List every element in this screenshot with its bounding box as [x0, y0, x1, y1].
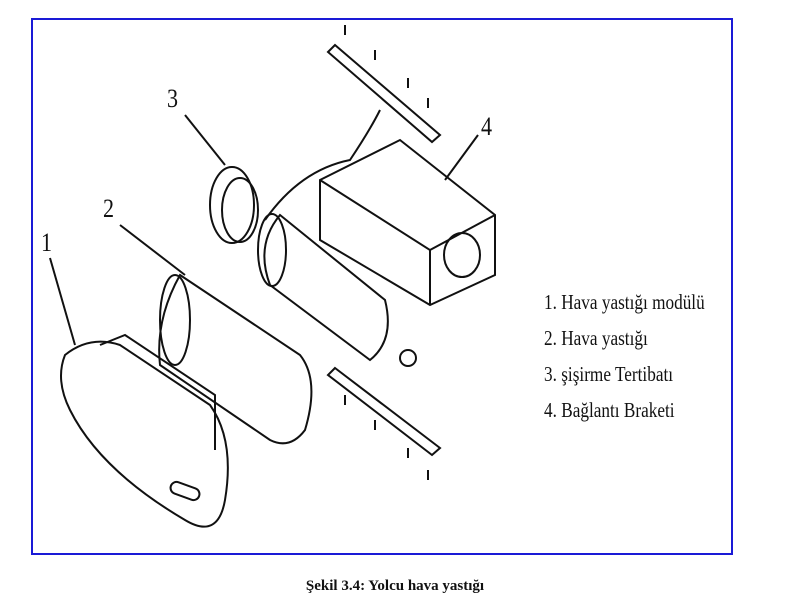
figure-frame [31, 18, 733, 555]
cover-part [60, 333, 229, 528]
bottom-bracket [326, 366, 442, 480]
callout-2: 2 [102, 194, 115, 223]
callout-3: 3 [166, 84, 179, 113]
inflator-cylinder [257, 109, 417, 367]
legend-item: 4. Bağlantı Braketi [544, 398, 675, 422]
legend-item: 3. şişirme Tertibatı [544, 362, 674, 386]
leader-1 [49, 257, 76, 346]
figure-caption: Şekil 3.4: Yolcu hava yastığı [305, 578, 485, 594]
callout-1: 1 [40, 228, 53, 257]
housing-box-part [319, 138, 496, 307]
airbag-part [158, 273, 313, 445]
legend-item: 2. Hava yastığı [544, 326, 648, 350]
leader-3 [184, 114, 226, 166]
parts-legend: 1. Hava yastığı modülü 2. Hava yastığı 3… [544, 284, 705, 428]
legend-item: 1. Hava yastığı modülü [544, 290, 705, 314]
leader-2 [119, 224, 186, 276]
top-bracket [326, 25, 442, 144]
leader-4 [444, 134, 479, 181]
callout-4: 4 [480, 112, 493, 141]
inflator-ring-part [209, 166, 259, 244]
